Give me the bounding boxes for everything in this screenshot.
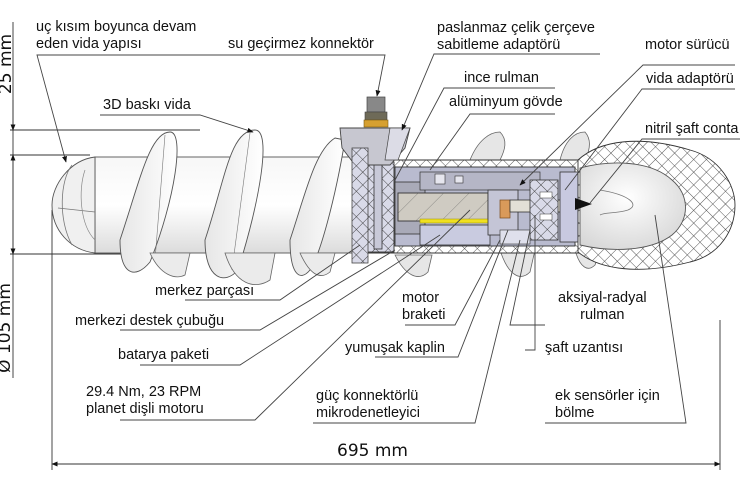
label-tip-screw-line2: eden vida yapısı	[36, 36, 142, 52]
label-3d-screw: 3D baskı vida	[103, 97, 191, 113]
dimension-lines-left	[10, 22, 721, 470]
label-steel-frame-adapter-line2: sabitleme adaptörü	[437, 37, 561, 53]
dimension-diameter: Ø 105 mm	[0, 283, 15, 373]
label-waterproof-connector: su geçirmez konnektör	[228, 36, 374, 52]
label-center-rod: merkezi destek çubuğu	[75, 313, 225, 329]
screw-flight-1	[119, 131, 178, 273]
label-sensor-bay-line1: ek sensörler için	[555, 388, 660, 404]
label-axial-radial-bearing-line2: rulman	[580, 307, 625, 323]
label-tip-screw-line1: uç kısım boyunca devam	[36, 19, 197, 35]
screw-assembly	[51, 129, 601, 285]
label-shaft-extension: şaft uzantısı	[545, 340, 624, 356]
nose-sensor-bay	[575, 140, 736, 270]
label-steel-frame-adapter-line1: paslanmaz çelik çerçeve	[437, 20, 595, 36]
battery-pack	[419, 224, 491, 246]
leader-lines	[36, 53, 740, 424]
nitrile-seal	[575, 198, 592, 210]
label-motor-bracket-line1: motor	[402, 290, 440, 306]
label-motor-bracket: motor braketi	[402, 290, 446, 324]
label-motor-spec: 29.4 Nm, 23 RPM planet dişli motoru	[86, 384, 204, 418]
screw-flight-2	[204, 129, 264, 279]
screw-flight-3	[289, 137, 346, 276]
label-axial-radial-bearing-line1: aksiyal-radyal	[558, 290, 647, 306]
top-connector-assembly	[339, 96, 411, 264]
label-screw-adapter: vida adaptörü	[646, 71, 734, 87]
housing-cross-section	[359, 159, 601, 254]
dimension-flight-height: 25 mm	[0, 33, 17, 95]
label-microcontroller: güç konnektörlü mikrodenetleyici	[316, 388, 420, 422]
label-axial-radial-bearing: aksiyal-radyal rulman	[558, 290, 647, 324]
label-sensor-bay: ek sensörler için bölme	[555, 388, 660, 422]
label-thin-bearing: ince rulman	[464, 70, 539, 86]
label-microcontroller-line2: mikrodenetleyici	[316, 405, 420, 421]
label-center-part: merkez parçası	[155, 283, 255, 299]
label-motor-spec-line1: 29.4 Nm, 23 RPM	[86, 384, 202, 400]
label-steel-frame-adapter: paslanmaz çelik çerçeve sabitleme adaptö…	[437, 20, 595, 54]
label-motor-spec-line2: planet dişli motoru	[86, 401, 204, 417]
label-microcontroller-line1: güç konnektörlü	[316, 388, 419, 404]
waterproof-connector	[366, 96, 386, 113]
label-soft-coupling: yumuşak kaplin	[345, 340, 445, 356]
label-battery: batarya paketi	[118, 347, 210, 363]
label-tip-screw: uç kısım boyunca devam eden vida yapısı	[36, 19, 196, 53]
label-aluminum-body: alüminyum gövde	[449, 94, 563, 110]
screw-tip	[51, 156, 96, 254]
dimension-length: 695 mm	[337, 441, 408, 461]
label-motor-driver: motor sürücü	[645, 37, 730, 53]
label-sensor-bay-line2: bölme	[555, 405, 595, 421]
label-nitrile-seal: nitril şaft conta	[645, 121, 739, 137]
soft-coupling	[499, 199, 511, 219]
label-motor-bracket-line2: braketi	[402, 307, 446, 323]
